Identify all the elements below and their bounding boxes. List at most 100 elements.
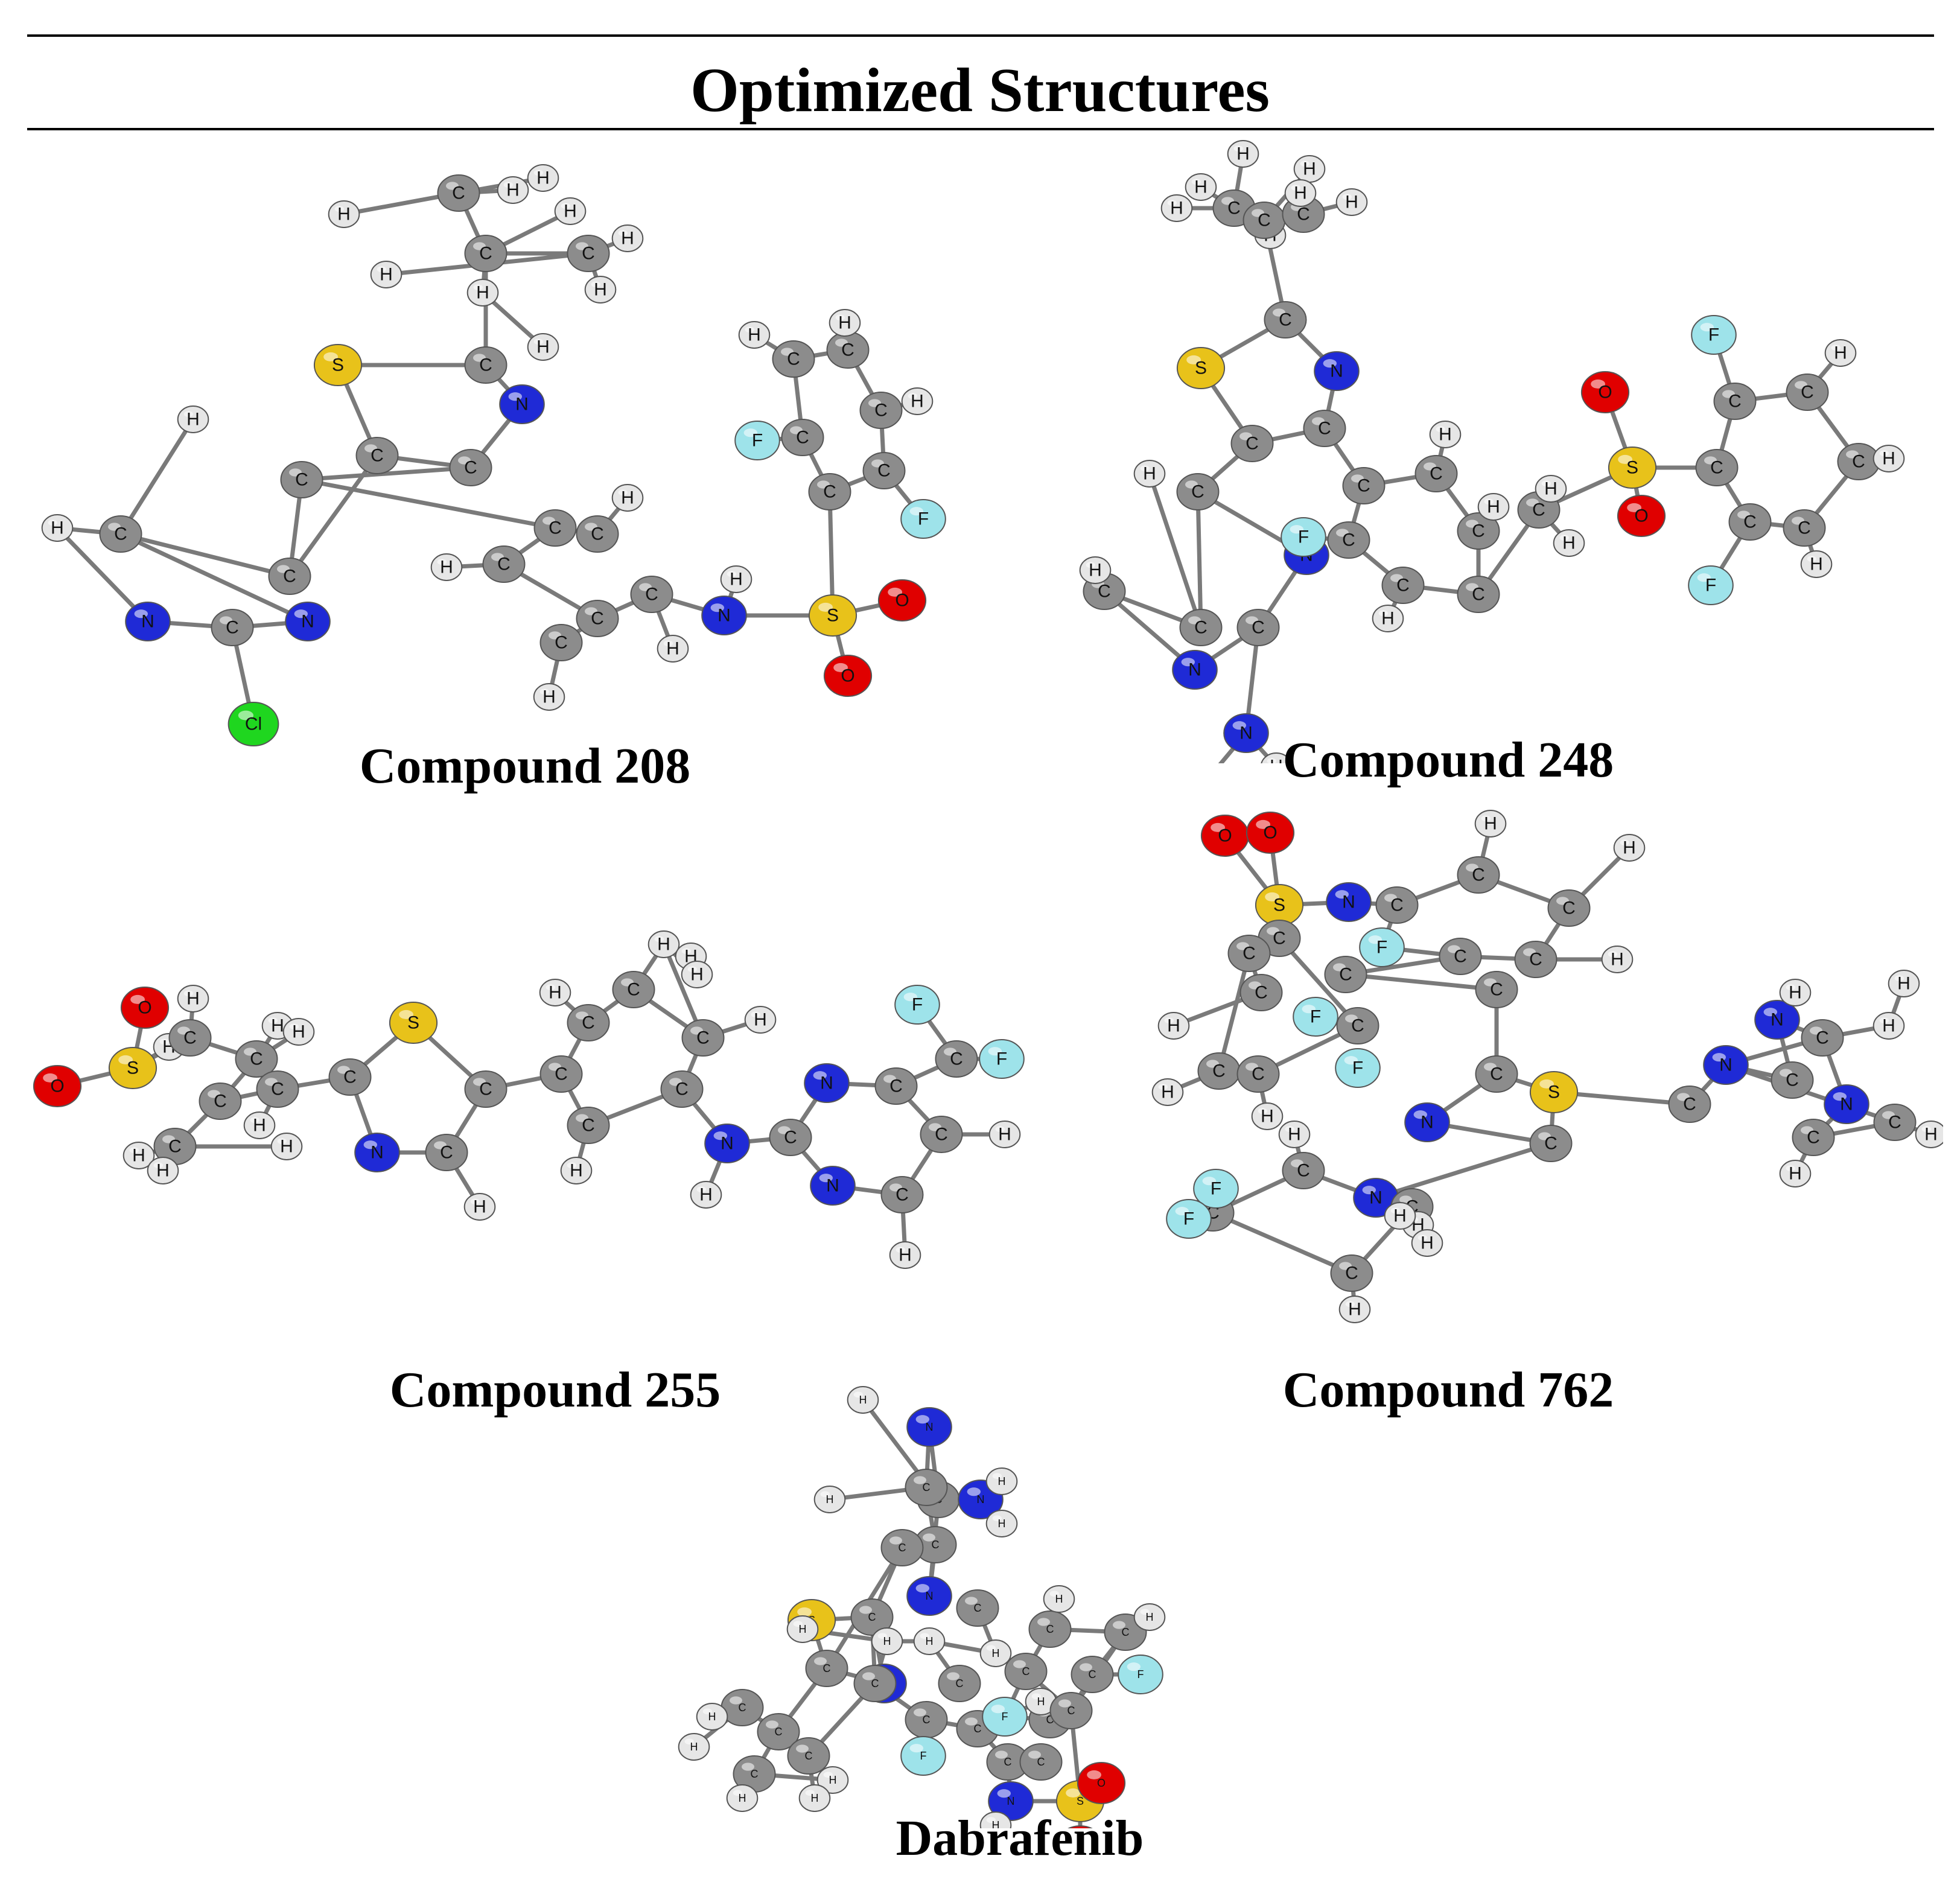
atom-f: F	[1166, 1199, 1212, 1239]
atom-c: C	[862, 452, 906, 489]
atom-h: H	[122, 1142, 155, 1169]
atom-label: F	[1310, 1007, 1321, 1027]
atom-c: C	[576, 600, 619, 637]
atom-label: H	[829, 1774, 837, 1786]
atom-c: C	[1547, 889, 1591, 927]
atom-c: C	[1873, 1104, 1917, 1141]
atom-h: H	[430, 553, 463, 581]
atom-label: C	[627, 980, 640, 1000]
atom-o: O	[1200, 815, 1250, 857]
atom-label: H	[594, 280, 607, 300]
atom-label: H	[1882, 449, 1895, 469]
atom-h: H	[1601, 946, 1634, 973]
atom-c: C	[1327, 521, 1370, 559]
atom-c: C	[721, 1689, 764, 1726]
atom-label: H	[1348, 1300, 1361, 1320]
atom-label: C	[343, 1067, 357, 1087]
atom-c: C	[905, 1469, 948, 1506]
atom-label: C	[371, 446, 384, 466]
atom-label: H	[1146, 1611, 1154, 1623]
atom-label: N	[141, 612, 154, 632]
atom-label: H	[473, 1197, 486, 1217]
atom-c: C	[1227, 935, 1271, 972]
atom-o: O	[1580, 371, 1630, 413]
atom-o: O	[33, 1065, 82, 1107]
atom-label: C	[114, 524, 127, 544]
atom-c: C	[1004, 1653, 1048, 1690]
atom-label: C	[645, 585, 658, 605]
atom-label: C	[1191, 482, 1204, 502]
atom-label: C	[871, 1677, 879, 1690]
atom-label: O	[1218, 826, 1232, 846]
atom-n: N	[1326, 882, 1372, 922]
atom-label: C	[582, 1116, 595, 1136]
atom-label: C	[1490, 1064, 1503, 1084]
atom-c: C	[1801, 1019, 1844, 1057]
atom-o: O	[1617, 495, 1666, 537]
atom-label: H	[1393, 1206, 1407, 1226]
atom-label: C	[1454, 947, 1467, 967]
atom-f: F	[1293, 997, 1338, 1037]
atom-label: H	[280, 1137, 293, 1157]
atom-f: F	[1691, 315, 1737, 355]
atom-label: C	[283, 567, 296, 587]
atom-label: H	[911, 392, 924, 412]
atom-label: C	[1544, 1134, 1558, 1154]
atom-c: C	[935, 1040, 978, 1078]
atom-label: H	[826, 1493, 834, 1505]
atom-h: H	[554, 197, 587, 225]
atom-label: H	[621, 488, 634, 508]
atom-h: H	[1043, 1585, 1075, 1613]
atom-label: H	[1167, 1016, 1180, 1036]
atom-label: H	[1834, 343, 1847, 363]
atom-c: C	[630, 576, 673, 613]
atom-c: C	[850, 1598, 894, 1636]
atom-label: C	[1472, 585, 1485, 605]
bond	[299, 477, 558, 530]
atom-label: N	[820, 1073, 833, 1093]
atom-c: C	[769, 1119, 812, 1156]
atom-h: H	[985, 1467, 1018, 1495]
atom-c: C	[1713, 383, 1757, 420]
atom-h: H	[1779, 1160, 1812, 1187]
atom-label: O	[841, 666, 854, 686]
atom-label: O	[1598, 383, 1612, 402]
atom-label: N	[926, 1590, 934, 1602]
atom-c: C	[328, 1058, 372, 1096]
atom-label: F	[996, 1049, 1007, 1069]
atom-c: C	[880, 1176, 924, 1213]
atom-s: S	[808, 594, 858, 637]
atom-h: H	[901, 387, 934, 415]
atom-s: S	[1176, 347, 1226, 389]
atom-f: F	[1281, 517, 1326, 557]
atom-label: F	[1705, 576, 1716, 596]
atom-c: C	[1212, 189, 1256, 227]
atom-c: C	[482, 545, 526, 583]
atom-label: C	[1252, 618, 1265, 638]
atom-label: H	[748, 325, 761, 345]
atom-c: C	[660, 1070, 704, 1108]
atom-h: H	[1151, 1078, 1184, 1106]
atom-c: C	[280, 461, 323, 498]
atom-label: H	[1161, 1082, 1174, 1102]
atom-label: H	[536, 168, 550, 188]
atom-h: H	[1133, 460, 1166, 488]
atom-label: C	[1318, 419, 1331, 439]
atom-h: H	[657, 635, 689, 663]
atom-h: H	[533, 683, 565, 711]
atom-label: H	[998, 1125, 1011, 1145]
atom-n: N	[1404, 1102, 1450, 1142]
atom-f: F	[982, 1697, 1028, 1737]
atom-c: C	[1179, 609, 1223, 646]
atom-label: H	[337, 205, 351, 224]
atom-c: C	[920, 1116, 963, 1153]
atom-label: N	[718, 606, 731, 626]
atom-h: H	[1800, 550, 1833, 578]
atom-label: H	[1236, 144, 1250, 164]
atom-label: H	[1303, 159, 1316, 179]
atom-label: F	[918, 509, 929, 529]
atom-c: C	[874, 1067, 918, 1105]
atom-label: C	[1786, 1070, 1799, 1090]
atom-label: H	[859, 1394, 867, 1406]
atom-h: H	[798, 1784, 831, 1812]
